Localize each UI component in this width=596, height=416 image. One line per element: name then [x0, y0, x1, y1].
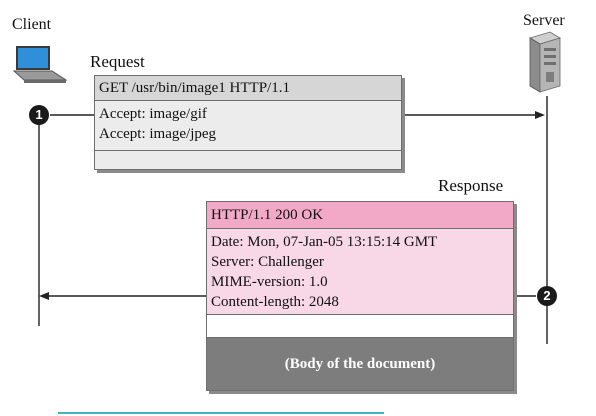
server-icon — [528, 30, 562, 99]
blank-line — [207, 315, 513, 337]
response-header-row: MIME-version: 1.0 — [211, 274, 328, 290]
request-label: Request — [90, 52, 145, 71]
step-2-badge: 2 — [537, 286, 557, 306]
response-header-row: Server: Challenger — [211, 254, 324, 270]
request-message: GET /usr/bin/image1 HTTP/1.1 Accept: ima… — [94, 75, 402, 170]
request-line: GET /usr/bin/image1 HTTP/1.1 — [95, 76, 401, 100]
response-label: Response — [438, 176, 504, 195]
laptop-icon — [10, 44, 68, 91]
document-body: (Body of the document) — [207, 338, 513, 390]
request-header-row: Accept: image/gif — [99, 106, 207, 122]
response-message: HTTP/1.1 200 OK Date: Mon, 07-Jan-05 13:… — [206, 201, 514, 391]
response-header-row: Content-length: 2048 — [211, 294, 339, 310]
client-label: Client — [12, 16, 52, 33]
response-header-row: Date: Mon, 07-Jan-05 13:15:14 GMT — [211, 234, 438, 250]
status-line: HTTP/1.1 200 OK — [207, 202, 513, 228]
server-label: Server — [523, 12, 565, 29]
request-arrowhead — [535, 111, 545, 119]
response-arrowhead — [39, 292, 49, 300]
request-header-row: Accept: image/jpeg — [99, 126, 217, 142]
step-1-badge: 1 — [29, 105, 49, 125]
